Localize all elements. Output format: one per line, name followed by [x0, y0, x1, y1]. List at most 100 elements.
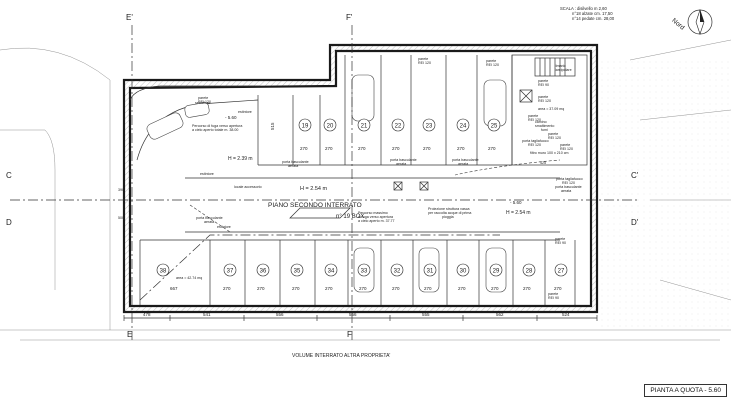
outer-walls	[122, 43, 599, 314]
annotation: parete	[528, 114, 538, 118]
annotation: REI 120	[538, 99, 551, 103]
dimension-label: 270	[488, 146, 496, 151]
central-aisle	[185, 159, 561, 233]
annotation: Proiezione struttura vasca	[428, 207, 470, 211]
height-label: H = 2.39 m	[228, 156, 253, 162]
upper-box-numbers: 19 20 21 22 23 24 25	[298, 118, 501, 132]
car-icon	[146, 112, 184, 140]
upper-dimensions: 515 270 270 270 270 270 270 270	[270, 122, 496, 151]
neighbor-label: VOLUME INTERRATO ALTRA PROPRIETA'	[292, 353, 390, 359]
section-marker: C'	[631, 171, 639, 180]
annotation: porta tagliafuoco	[522, 139, 549, 143]
box-number: 25	[491, 124, 498, 130]
box-number: 32	[394, 269, 401, 275]
box-number: 31	[427, 269, 434, 275]
dimension-label: 555	[422, 312, 430, 317]
dimension-label: 270	[554, 286, 562, 291]
box-number: 27	[558, 269, 565, 275]
annotation: REI 120	[198, 100, 211, 104]
annotation: smaltimento	[535, 124, 554, 128]
annotation: porta basculante	[196, 216, 223, 220]
annotations: semaforo estintore estintore estintore l…	[118, 57, 583, 300]
section-marker: F	[347, 330, 352, 339]
box-number: 35	[294, 269, 301, 275]
annotation: aerata	[458, 162, 468, 166]
annotation: filtro muro 100 x 210 cm	[530, 151, 569, 155]
annotation: per raccolta acque di prima	[428, 211, 471, 215]
dimension-label: 556	[349, 312, 357, 317]
main-labels: PIANO SECONDO INTERRATO n° 19 BOX H = 2.…	[225, 115, 531, 359]
dimension-label: 270	[257, 286, 265, 291]
dimension-label: 562	[496, 312, 504, 317]
annotation: REI 120	[560, 147, 573, 151]
annotation: parete	[560, 143, 570, 147]
annotation: camino	[535, 120, 547, 124]
dimension-label: 270	[457, 146, 465, 151]
annotation: pioggia	[442, 215, 454, 219]
annotation: parete	[538, 95, 548, 99]
box-number: 20	[327, 124, 334, 130]
dimension-label: 270	[491, 286, 499, 291]
annotation: a cielo aperto m. 37.77	[358, 219, 395, 223]
section-marker: D	[6, 218, 12, 227]
dimension-label: 667	[170, 286, 178, 291]
annotation: REI 90	[548, 296, 559, 300]
annotation: estintore	[238, 110, 252, 114]
annotation: fumi	[541, 128, 548, 132]
section-lines: E' F' E F C D C' D'	[6, 13, 640, 340]
scale-line: n°14 pedate cm. 28,00	[572, 16, 615, 21]
level-label: - 5.60	[225, 115, 237, 120]
box-number: 29	[493, 269, 500, 275]
dimension-label: 541	[203, 312, 211, 317]
annotation: parete	[548, 132, 558, 136]
access-ramp	[129, 85, 260, 161]
annotation: REI 120	[528, 143, 541, 147]
annotation: porta tagliafuoco	[556, 177, 583, 181]
lower-dimensions: 667 270 270 270 270 270 270 270 270 270 …	[170, 286, 562, 291]
annotation: aerata	[561, 189, 571, 193]
dimension-label: 270	[358, 146, 366, 151]
box-number: 24	[460, 124, 467, 130]
dimension-label: 270	[392, 146, 400, 151]
dimension-label: 524	[562, 312, 570, 317]
dimension-label: 270	[223, 286, 231, 291]
annotation: locale accessorio	[234, 185, 262, 189]
annotation: porta basculante	[282, 160, 309, 164]
bottom-dimension-chain: 478 541 556 556 555 562 524	[123, 312, 598, 321]
annotation: parete	[198, 96, 208, 100]
section-marker: E	[127, 330, 132, 339]
service-core	[511, 54, 588, 166]
dimension-label: 270	[523, 286, 531, 291]
annotation: REI 120	[562, 181, 575, 185]
dimension-label: 270	[359, 286, 367, 291]
box-number: 23	[426, 124, 433, 130]
dimension-label: 270	[424, 286, 432, 291]
dimension-label: 425	[540, 161, 546, 165]
dimension-label: 270	[325, 286, 333, 291]
dimension-label: 556	[276, 312, 284, 317]
title-block: PIANTA A QUOTA - 5.60	[644, 384, 727, 397]
annotation: parete	[418, 57, 428, 61]
title-text: PIANTA A QUOTA - 5.60	[650, 387, 721, 394]
dimension-label: 270	[300, 146, 308, 151]
box-number: 19	[302, 124, 309, 130]
level-label: PIANO SECONDO INTERRATO	[268, 202, 362, 209]
annotation: aerata	[288, 164, 298, 168]
box-number: 38	[160, 269, 167, 275]
annotation: estintore	[217, 225, 231, 229]
scale-line: n°18 alzate cm. 17,50	[572, 11, 613, 16]
annotation: REI 120	[486, 63, 499, 67]
car-icon	[184, 102, 210, 118]
dimension-label: 478	[143, 312, 151, 317]
annotation: porta basculante	[555, 185, 582, 189]
car-icon	[351, 74, 375, 122]
annotation: porta basculante	[452, 158, 479, 162]
annotation: area = 42.74 mq	[176, 276, 202, 280]
dimension-label: 270	[423, 146, 431, 151]
scale-line: SCALA : disilvello m 2,60	[560, 6, 607, 11]
annotation: REI 120	[548, 136, 561, 140]
annotation: REI 90	[555, 241, 566, 245]
dimension-label: 270	[292, 286, 300, 291]
dimension-label: 270	[458, 286, 466, 291]
